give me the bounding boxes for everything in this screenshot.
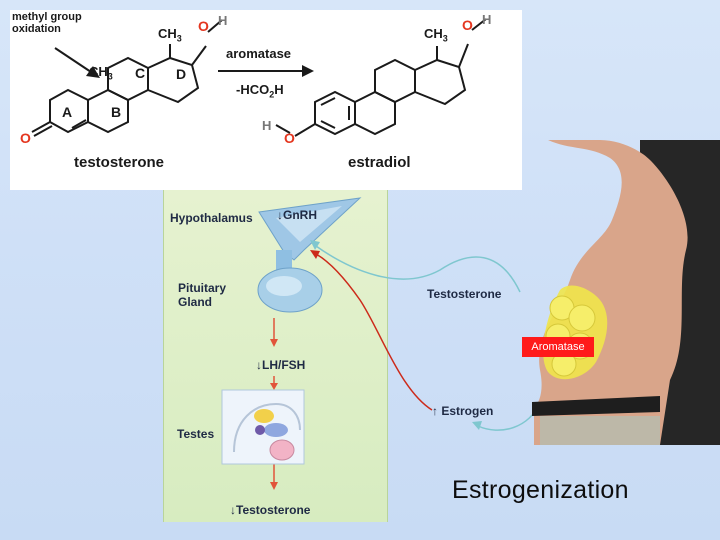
torso-illustration <box>532 140 720 445</box>
ch3-subscript: 3 <box>176 33 182 44</box>
ring-a-label: A <box>62 104 73 120</box>
reaction-diagram <box>31 18 487 137</box>
prostate-icon <box>254 409 274 423</box>
ch3-text: CH <box>158 26 177 41</box>
byproduct-tail: H <box>274 82 284 97</box>
caption: Estrogenization <box>452 476 629 504</box>
ring-d-label: D <box>176 66 187 82</box>
testosterone-feedback-arrow <box>315 245 521 293</box>
patient-torso <box>500 140 720 445</box>
phenol-oxygen-label: O <box>284 130 295 146</box>
byproduct-subscript: 2 <box>269 89 275 100</box>
hypothalamus-label: Hypothalamus <box>170 211 253 225</box>
estradiol-label: estradiol <box>348 154 411 171</box>
testes-label: Testes <box>177 427 215 441</box>
annotation-arrow <box>54 47 100 78</box>
lh-fsh-label: ↓LH/FSH <box>256 358 306 372</box>
belt <box>532 396 660 416</box>
hypothalamus-highlight <box>276 206 342 242</box>
estradiol-methyl-label: CH3 <box>424 26 448 44</box>
aromatase-badge: Aromatase <box>522 337 594 357</box>
oxygen-label: O <box>198 18 209 34</box>
pituitary-line-1: Pituitary <box>178 281 227 295</box>
methyl-label-c19: CH3 <box>89 64 113 82</box>
reaction-panel: methyl group oxidation A B C D CH3 CH3 O… <box>10 10 522 190</box>
estrogen-body-label: ↑ Estrogen <box>432 404 494 418</box>
pituitary-line-2: Gland <box>178 295 213 309</box>
phenol-hydrogen-label: H <box>262 118 272 133</box>
ch3-text: CH <box>424 26 443 41</box>
byproduct-label: -HCO2H <box>236 82 284 100</box>
annotation-line-2: oxidation <box>12 23 61 35</box>
ring-c-label: C <box>135 65 146 81</box>
estrogen-feedback-arrow <box>315 253 433 411</box>
annotation-label: methyl group oxidation <box>12 11 82 35</box>
testosterone-structure <box>31 19 223 137</box>
vas-deferens-icon <box>264 423 288 437</box>
pituitary-label: Pituitary Gland <box>178 281 226 309</box>
hydrogen-label: H <box>218 13 228 28</box>
hpg-axis-illustration <box>221 197 362 490</box>
seminal-icon <box>255 425 265 435</box>
testis-icon <box>269 439 295 461</box>
enzyme-label: aromatase <box>226 46 292 61</box>
ch3-subscript: 3 <box>442 33 448 44</box>
estradiol-oxygen-label: O <box>462 17 473 33</box>
estradiol-hydrogen-label: H <box>482 12 492 27</box>
ring-b-label: B <box>111 104 122 120</box>
testosterone-label: testosterone <box>74 154 165 171</box>
ch3-text: CH <box>89 64 108 79</box>
annotation-line-1: methyl group <box>12 11 82 23</box>
trousers <box>540 416 660 445</box>
testosterone-low-label: ↓Testosterone <box>230 503 311 517</box>
testosterone-body-label: Testosterone <box>427 287 502 301</box>
byproduct-text: -HCO <box>236 82 270 97</box>
ketone-oxygen-label: O <box>20 130 31 146</box>
hpg-axis-panel: Hypothalamus ↓GnRH Pituitary Gland ↓LH/F… <box>163 190 388 522</box>
gnrh-label: ↓GnRH <box>277 208 317 222</box>
ch3-subscript: 3 <box>107 71 113 82</box>
methyl-label-c18: CH3 <box>158 26 182 44</box>
pituitary-highlight <box>266 276 302 296</box>
estradiol-structure <box>275 18 487 137</box>
reaction-arrow <box>218 65 314 77</box>
